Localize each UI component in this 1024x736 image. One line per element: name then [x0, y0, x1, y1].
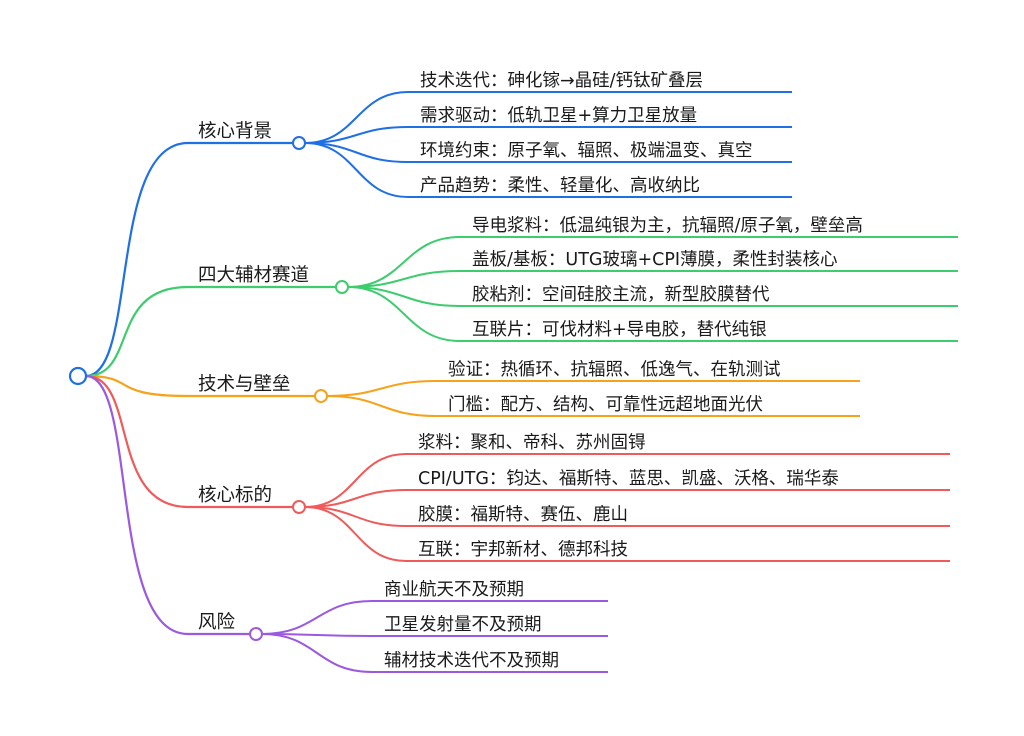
branch-node-circle[interactable]	[249, 627, 263, 641]
root-branch-link	[85, 141, 189, 378]
leaf-label[interactable]: 环境约束：原子氧、辐照、极端温变、真空	[420, 141, 753, 161]
leaf-label[interactable]: 商业航天不及预期	[384, 580, 524, 600]
branch-leaf-link	[261, 633, 373, 673]
branch-leaf-link	[304, 489, 407, 508]
branch-node-circle[interactable]	[314, 389, 328, 403]
leaf-label[interactable]: CPI/UTG：钧达、福斯特、蓝思、凯盛、沃格、瑞华泰	[418, 469, 839, 489]
branch-node-circle[interactable]	[292, 136, 306, 150]
branch-label[interactable]: 技术与壁垒	[198, 374, 291, 395]
leaf-label[interactable]: 卫星发射量不及预期	[384, 615, 542, 635]
branch-leaf-link	[326, 395, 437, 417]
branch-leaf-link	[304, 142, 409, 198]
branch-label[interactable]: 四大辅材赛道	[198, 265, 309, 286]
leaf-label[interactable]: 导电浆料：低温纯银为主，抗辐照/原子氧，壁垒高	[472, 216, 863, 236]
leaf-label[interactable]: 辅材技术迭代不及预期	[384, 651, 559, 671]
branch-leaf-link	[304, 506, 407, 562]
branch-node-circle[interactable]	[335, 280, 349, 294]
leaf-label[interactable]: 需求驱动：低轨卫星+算力卫星放量	[420, 106, 697, 126]
branch-leaf-link	[347, 286, 461, 307]
branch-leaf-link	[326, 380, 437, 397]
root-node-circle[interactable]	[68, 366, 88, 386]
leaf-label[interactable]: 互联片：可伐材料+导电胶，替代纯银	[472, 320, 767, 340]
branch-leaf-link	[304, 506, 407, 527]
mindmap-links	[85, 91, 958, 673]
branch-leaf-link	[347, 286, 461, 342]
branch-leaf-link	[347, 236, 461, 288]
root-branch-link	[85, 374, 189, 398]
leaf-label[interactable]: 技术迭代：砷化镓→晶硅/钙钛矿叠层	[420, 71, 703, 91]
branch-leaf-link	[261, 600, 373, 635]
leaf-label[interactable]: 门槛：配方、结构、可靠性远超地面光伏	[448, 395, 763, 415]
branch-leaf-link	[347, 270, 461, 288]
branch-leaf-link	[304, 142, 409, 163]
root-branch-link	[85, 285, 189, 378]
leaf-label[interactable]: 胶膜：福斯特、赛伍、鹿山	[418, 504, 628, 525]
branch-leaf-link	[304, 126, 409, 144]
leaf-label[interactable]: 胶粘剂：空间硅胶主流，新型胶膜替代	[472, 285, 770, 305]
leaf-label[interactable]: 互联：宇邦新材、德邦科技	[418, 540, 628, 560]
branch-leaf-link	[304, 453, 407, 508]
leaf-label[interactable]: 产品趋势：柔性、轻量化、高收纳比	[420, 176, 700, 196]
leaf-label[interactable]: 验证：热循环、抗辐照、低逸气、在轨测试	[448, 360, 781, 380]
branch-label[interactable]: 核心标的	[198, 485, 272, 506]
branch-label[interactable]: 核心背景	[198, 121, 272, 142]
root-branch-link	[85, 374, 189, 636]
root-branch-link	[85, 374, 189, 509]
leaf-label[interactable]: 盖板/基板：UTG玻璃+CPI薄膜，柔性封装核心	[472, 250, 838, 270]
branch-label[interactable]: 风险	[198, 612, 236, 633]
branch-leaf-link	[304, 91, 409, 144]
branch-node-circle[interactable]	[292, 500, 306, 514]
leaf-label[interactable]: 浆料：聚和、帝科、苏州固锝	[418, 433, 646, 453]
mindmap-nodes: 技术迭代：砷化镓→晶硅/钙钛矿叠层需求驱动：低轨卫星+算力卫星放量环境约束：原子…	[68, 71, 863, 671]
branch-leaf-link	[261, 633, 373, 637]
